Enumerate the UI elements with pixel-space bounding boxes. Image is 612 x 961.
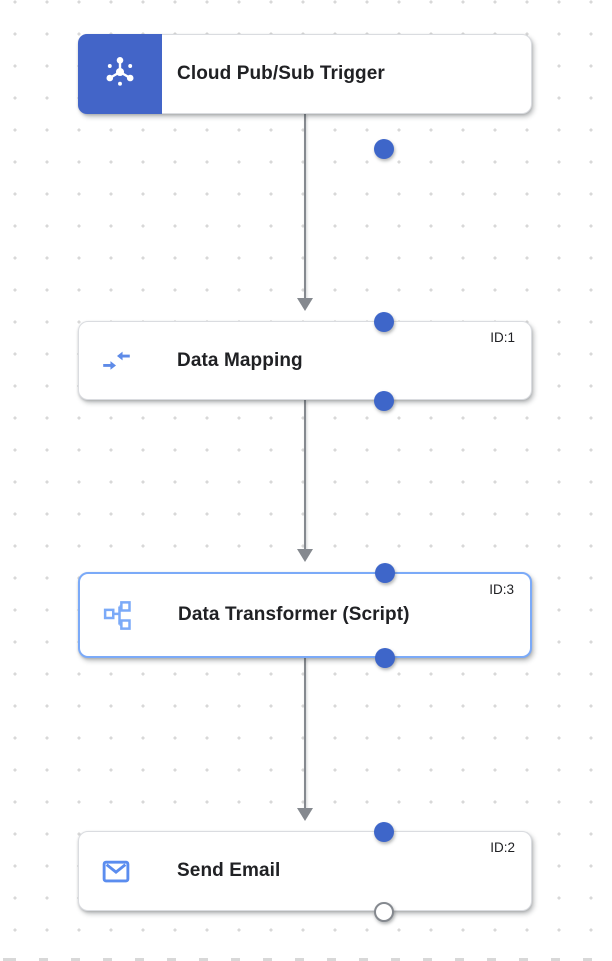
- send-email-icon: [101, 832, 131, 910]
- output-port[interactable]: [374, 139, 394, 159]
- node-id-badge: ID:3: [489, 582, 514, 597]
- node-send-email[interactable]: Send Email ID:2: [78, 822, 532, 922]
- edge-trigger-to-datamapping[interactable]: [303, 114, 307, 298]
- output-port[interactable]: [374, 391, 394, 411]
- data-mapping-icon: [101, 322, 131, 399]
- grid-edge-dashes: [0, 958, 612, 961]
- edge-arrowhead-icon: [297, 808, 313, 821]
- node-data-transformer[interactable]: Data Transformer (Script) ID:3: [78, 563, 532, 668]
- node-cloud-pubsub-trigger[interactable]: Cloud Pub/Sub Trigger: [78, 34, 532, 159]
- node-title: Cloud Pub/Sub Trigger: [177, 63, 385, 84]
- node-title: Data Transformer (Script): [178, 604, 410, 625]
- output-port[interactable]: [375, 648, 395, 668]
- output-port-unconnected[interactable]: [374, 902, 394, 922]
- node-title: Data Mapping: [177, 349, 303, 371]
- edge-datamapping-to-transformer[interactable]: [303, 400, 307, 549]
- edge-transformer-to-sendemail[interactable]: [303, 658, 307, 808]
- edge-arrowhead-icon: [297, 298, 313, 311]
- edge-arrowhead-icon: [297, 549, 313, 562]
- input-port[interactable]: [374, 312, 394, 332]
- data-transformer-icon: [102, 574, 132, 656]
- node-id-badge: ID:2: [490, 840, 515, 855]
- input-port[interactable]: [374, 822, 394, 842]
- node-title: Send Email: [177, 860, 281, 881]
- trigger-icon-block: [78, 34, 162, 114]
- node-data-mapping[interactable]: Data Mapping ID:1: [78, 312, 532, 411]
- input-port[interactable]: [375, 563, 395, 583]
- pubsub-icon: [102, 54, 138, 95]
- node-id-badge: ID:1: [490, 330, 515, 345]
